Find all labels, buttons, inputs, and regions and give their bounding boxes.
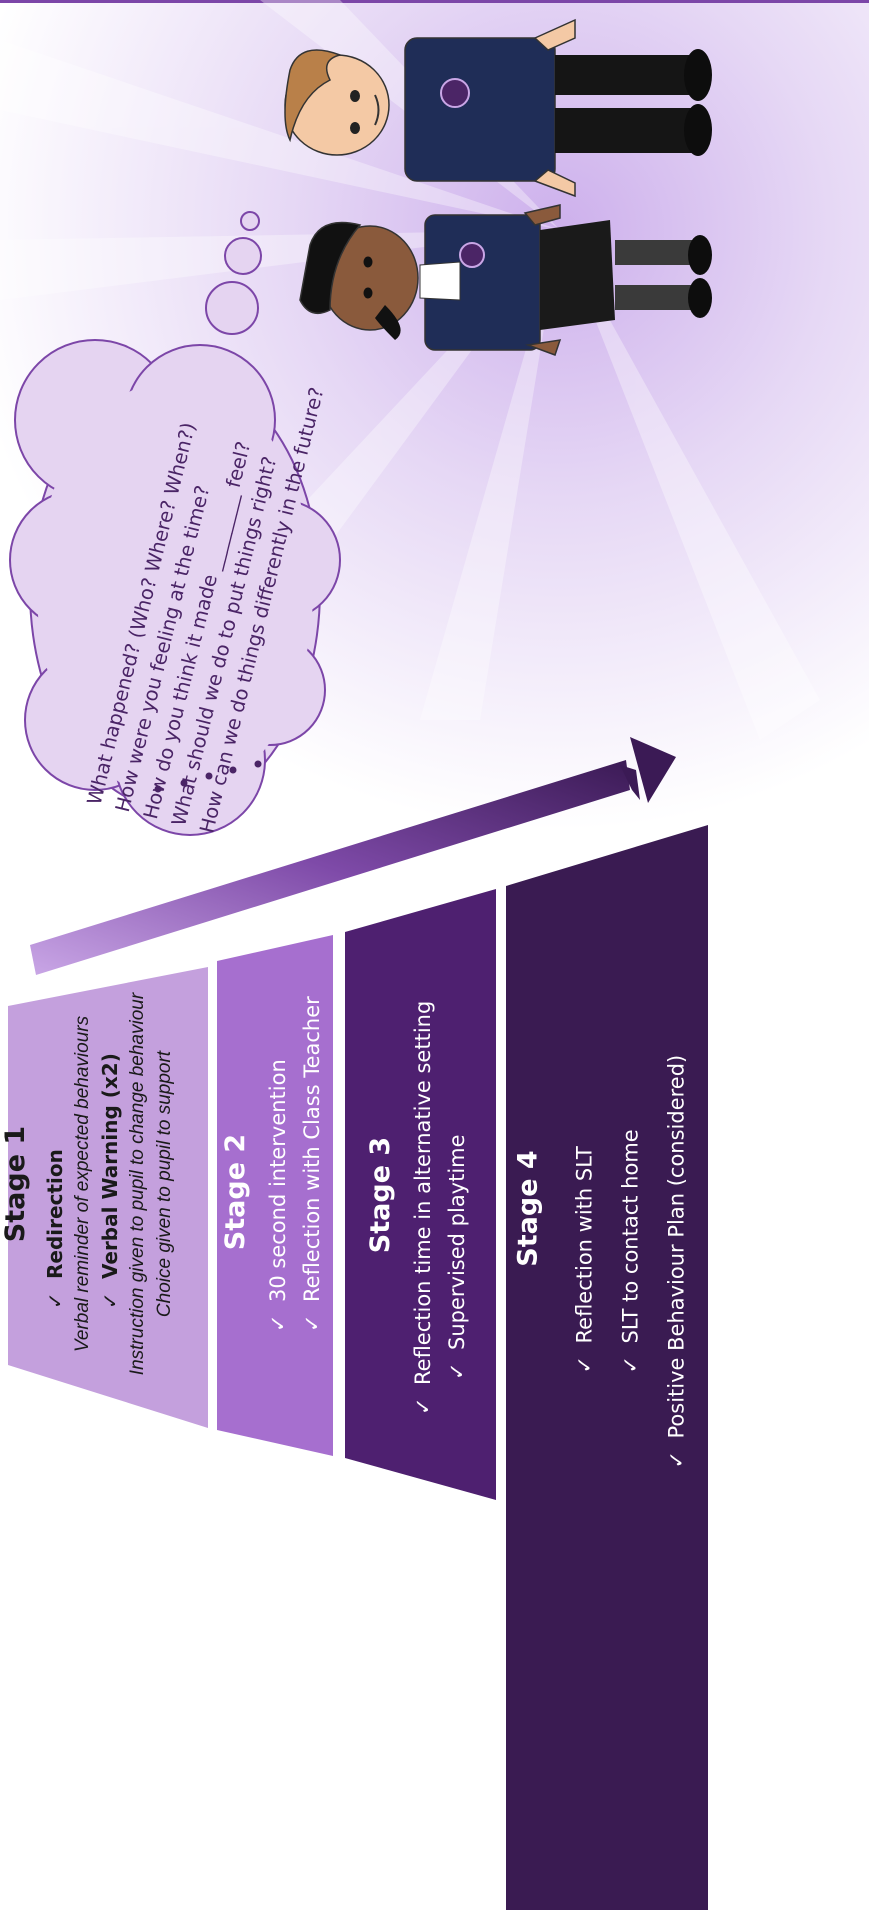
- check-icon: ✓: [664, 1450, 689, 1469]
- stage1-text: Stage 1 ✓Redirection Verbal reminder of …: [0, 964, 190, 1404]
- stage4-text: Stage 4 ✓Reflection with SLT ✓SLT to con…: [512, 949, 689, 1469]
- stage4-panel: [506, 825, 708, 1910]
- stage4-item-behaviour-plan: ✓Positive Behaviour Plan (considered): [654, 949, 700, 1469]
- check-icon: ✓: [411, 1397, 435, 1415]
- stage2-heading: Stage 2: [220, 1133, 251, 1251]
- stage1-note-choice: Choice given to pupil to support: [154, 1050, 175, 1318]
- cloud-bullets: [154, 760, 262, 793]
- stage1-item-warning: ✓Verbal Warning (x2): [98, 1053, 122, 1309]
- stage3-item-playtime: ✓Supervised playtime: [440, 975, 474, 1415]
- stage3-item-reflection-time: ✓Reflection time in alternative setting: [406, 975, 440, 1415]
- check-icon: ✓: [266, 1314, 290, 1332]
- girl-character: [299, 204, 712, 356]
- stage3-panel: [345, 889, 496, 1500]
- check-icon: ✓: [618, 1355, 643, 1374]
- stage2-panel: [217, 935, 333, 1456]
- stage2-text: Stage 2 ✓30 second intervention ✓Reflect…: [220, 982, 330, 1402]
- stage3-text: Stage 3 ✓Reflection time in alternative …: [365, 975, 475, 1415]
- check-icon: ✓: [300, 1314, 324, 1332]
- check-icon: ✓: [445, 1362, 469, 1380]
- stage1-item-redirection: ✓Redirection: [43, 1149, 67, 1309]
- stage1-note-instruction: Instruction given to pupil to change beh…: [127, 992, 148, 1376]
- progress-arrow: [30, 737, 676, 975]
- stage4-heading: Stage 4: [512, 1150, 544, 1267]
- stage4-item-contact-home: ✓SLT to contact home: [608, 949, 654, 1469]
- stage1-heading: Stage 1: [0, 1125, 31, 1243]
- stage1-panel: [8, 967, 208, 1428]
- stage4-item-slt-reflection: ✓Reflection with SLT: [562, 949, 608, 1469]
- check-icon: ✓: [98, 1292, 122, 1309]
- check-icon: ✓: [572, 1355, 597, 1374]
- stage2-item-reflection: ✓Reflection with Class Teacher: [295, 982, 329, 1402]
- stage2-item-intervention: ✓30 second intervention: [261, 982, 295, 1402]
- check-icon: ✓: [43, 1292, 67, 1309]
- stage1-note-reminder: Verbal reminder of expected behaviours: [72, 1015, 93, 1353]
- stage3-heading: Stage 3: [365, 1136, 396, 1254]
- top-border: [0, 0, 869, 3]
- cloud-inner: [37, 380, 313, 800]
- boy-character: [284, 18, 712, 198]
